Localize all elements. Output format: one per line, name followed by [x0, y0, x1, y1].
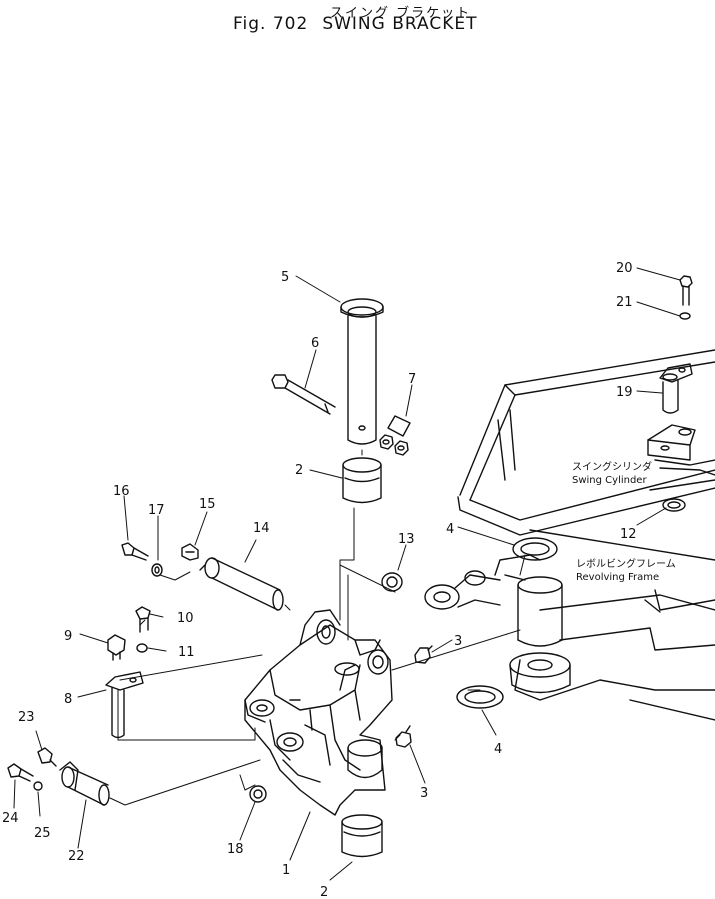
nuts-part-7	[379, 415, 411, 456]
pin-part-22	[59, 761, 110, 806]
grease-fitting-part-3-lower	[395, 725, 412, 748]
callout-3-lower: 3	[420, 786, 428, 801]
pin-part-17	[199, 557, 284, 611]
pin-part-13	[659, 363, 693, 414]
callout-23: 23	[18, 710, 35, 725]
callout-2-upper: 2	[295, 463, 303, 478]
grease-fitting-part-3-upper	[414, 645, 433, 664]
bolt-part-6	[271, 374, 336, 415]
bushing-part-2-lower	[341, 814, 383, 858]
leader-lines	[13, 267, 681, 881]
callout-7: 7	[408, 372, 416, 387]
callout-4-lower: 4	[494, 742, 502, 757]
bolt-part-10	[135, 606, 151, 633]
bushing-part-2-upper	[342, 457, 382, 504]
callout-3-upper: 3	[454, 634, 462, 649]
bolt-part-14	[679, 275, 693, 306]
washer-part-20	[151, 563, 163, 577]
washer-part-21	[249, 785, 267, 803]
revolving-frame-drawing	[424, 349, 715, 721]
callout-24: 24	[2, 811, 19, 826]
shim-part-4-lower	[456, 685, 504, 709]
washer-part-15	[679, 312, 691, 320]
callout-14: 20	[616, 261, 633, 276]
pin-part-5	[340, 298, 384, 445]
callout-12: 12	[620, 527, 637, 542]
pin-part-8	[105, 671, 144, 739]
callout-5: 5	[281, 270, 289, 285]
assembly-guide-lines	[109, 449, 526, 806]
shim-part-4-upper	[512, 537, 558, 561]
bolt-part-24	[7, 763, 34, 782]
callout-20: 17	[148, 503, 165, 518]
grease-fitting-part-18	[181, 543, 199, 561]
figure-name: SWING BRACKET	[322, 14, 478, 34]
assembly-annotations: スイングシリンダ Swing Cylinder レボルビングフレーム Revol…	[572, 460, 676, 583]
figure-number: Fig. 702	[233, 14, 309, 34]
callout-19: 16	[113, 484, 130, 499]
callout-25: 25	[34, 826, 51, 841]
callout-22: 22	[68, 849, 85, 864]
swing-cylinder-label: Swing Cylinder	[572, 475, 647, 486]
swing-bracket-body	[244, 609, 393, 816]
washer-part-11	[136, 643, 148, 653]
bolt-part-19	[121, 542, 149, 561]
callout-13: 19	[616, 385, 633, 400]
page-header: スイング ブラケット Fig. 702 SWING BRACKET	[0, 0, 715, 40]
callout-2-lower: 2	[320, 885, 328, 899]
callout-numbers: 5 6 7 2 16 17 15 14 13 10 11 9 8 3 3 4 4…	[2, 261, 637, 899]
grease-fitting-part-23	[37, 747, 57, 767]
swing-cylinder-label-jp: スイングシリンダ	[572, 460, 652, 473]
callout-16: 13	[398, 532, 415, 547]
figure-title: Fig. 702 SWING BRACKET	[233, 14, 491, 34]
washer-part-16	[381, 572, 403, 592]
callout-4-upper: 4	[446, 522, 454, 537]
callout-18: 15	[199, 497, 216, 512]
revolving-frame-label-jp: レボルビングフレーム	[576, 557, 676, 570]
callout-6: 6	[311, 336, 319, 351]
callout-1: 1	[282, 863, 290, 878]
callout-10: 10	[177, 611, 194, 626]
callout-15: 21	[616, 295, 633, 310]
swing-cylinder-drawing	[647, 424, 715, 476]
grease-fitting-part-9	[107, 634, 126, 661]
callout-21: 18	[227, 842, 244, 857]
shim-part-12	[662, 498, 686, 512]
callout-8: 8	[64, 692, 72, 707]
callout-9: 9	[64, 629, 72, 644]
revolving-frame-label: Revolving Frame	[576, 572, 659, 583]
washer-part-25	[33, 781, 43, 791]
callout-17: 14	[253, 521, 270, 536]
callout-11: 11	[178, 645, 195, 660]
title-japanese: スイング ブラケット	[330, 6, 472, 21]
